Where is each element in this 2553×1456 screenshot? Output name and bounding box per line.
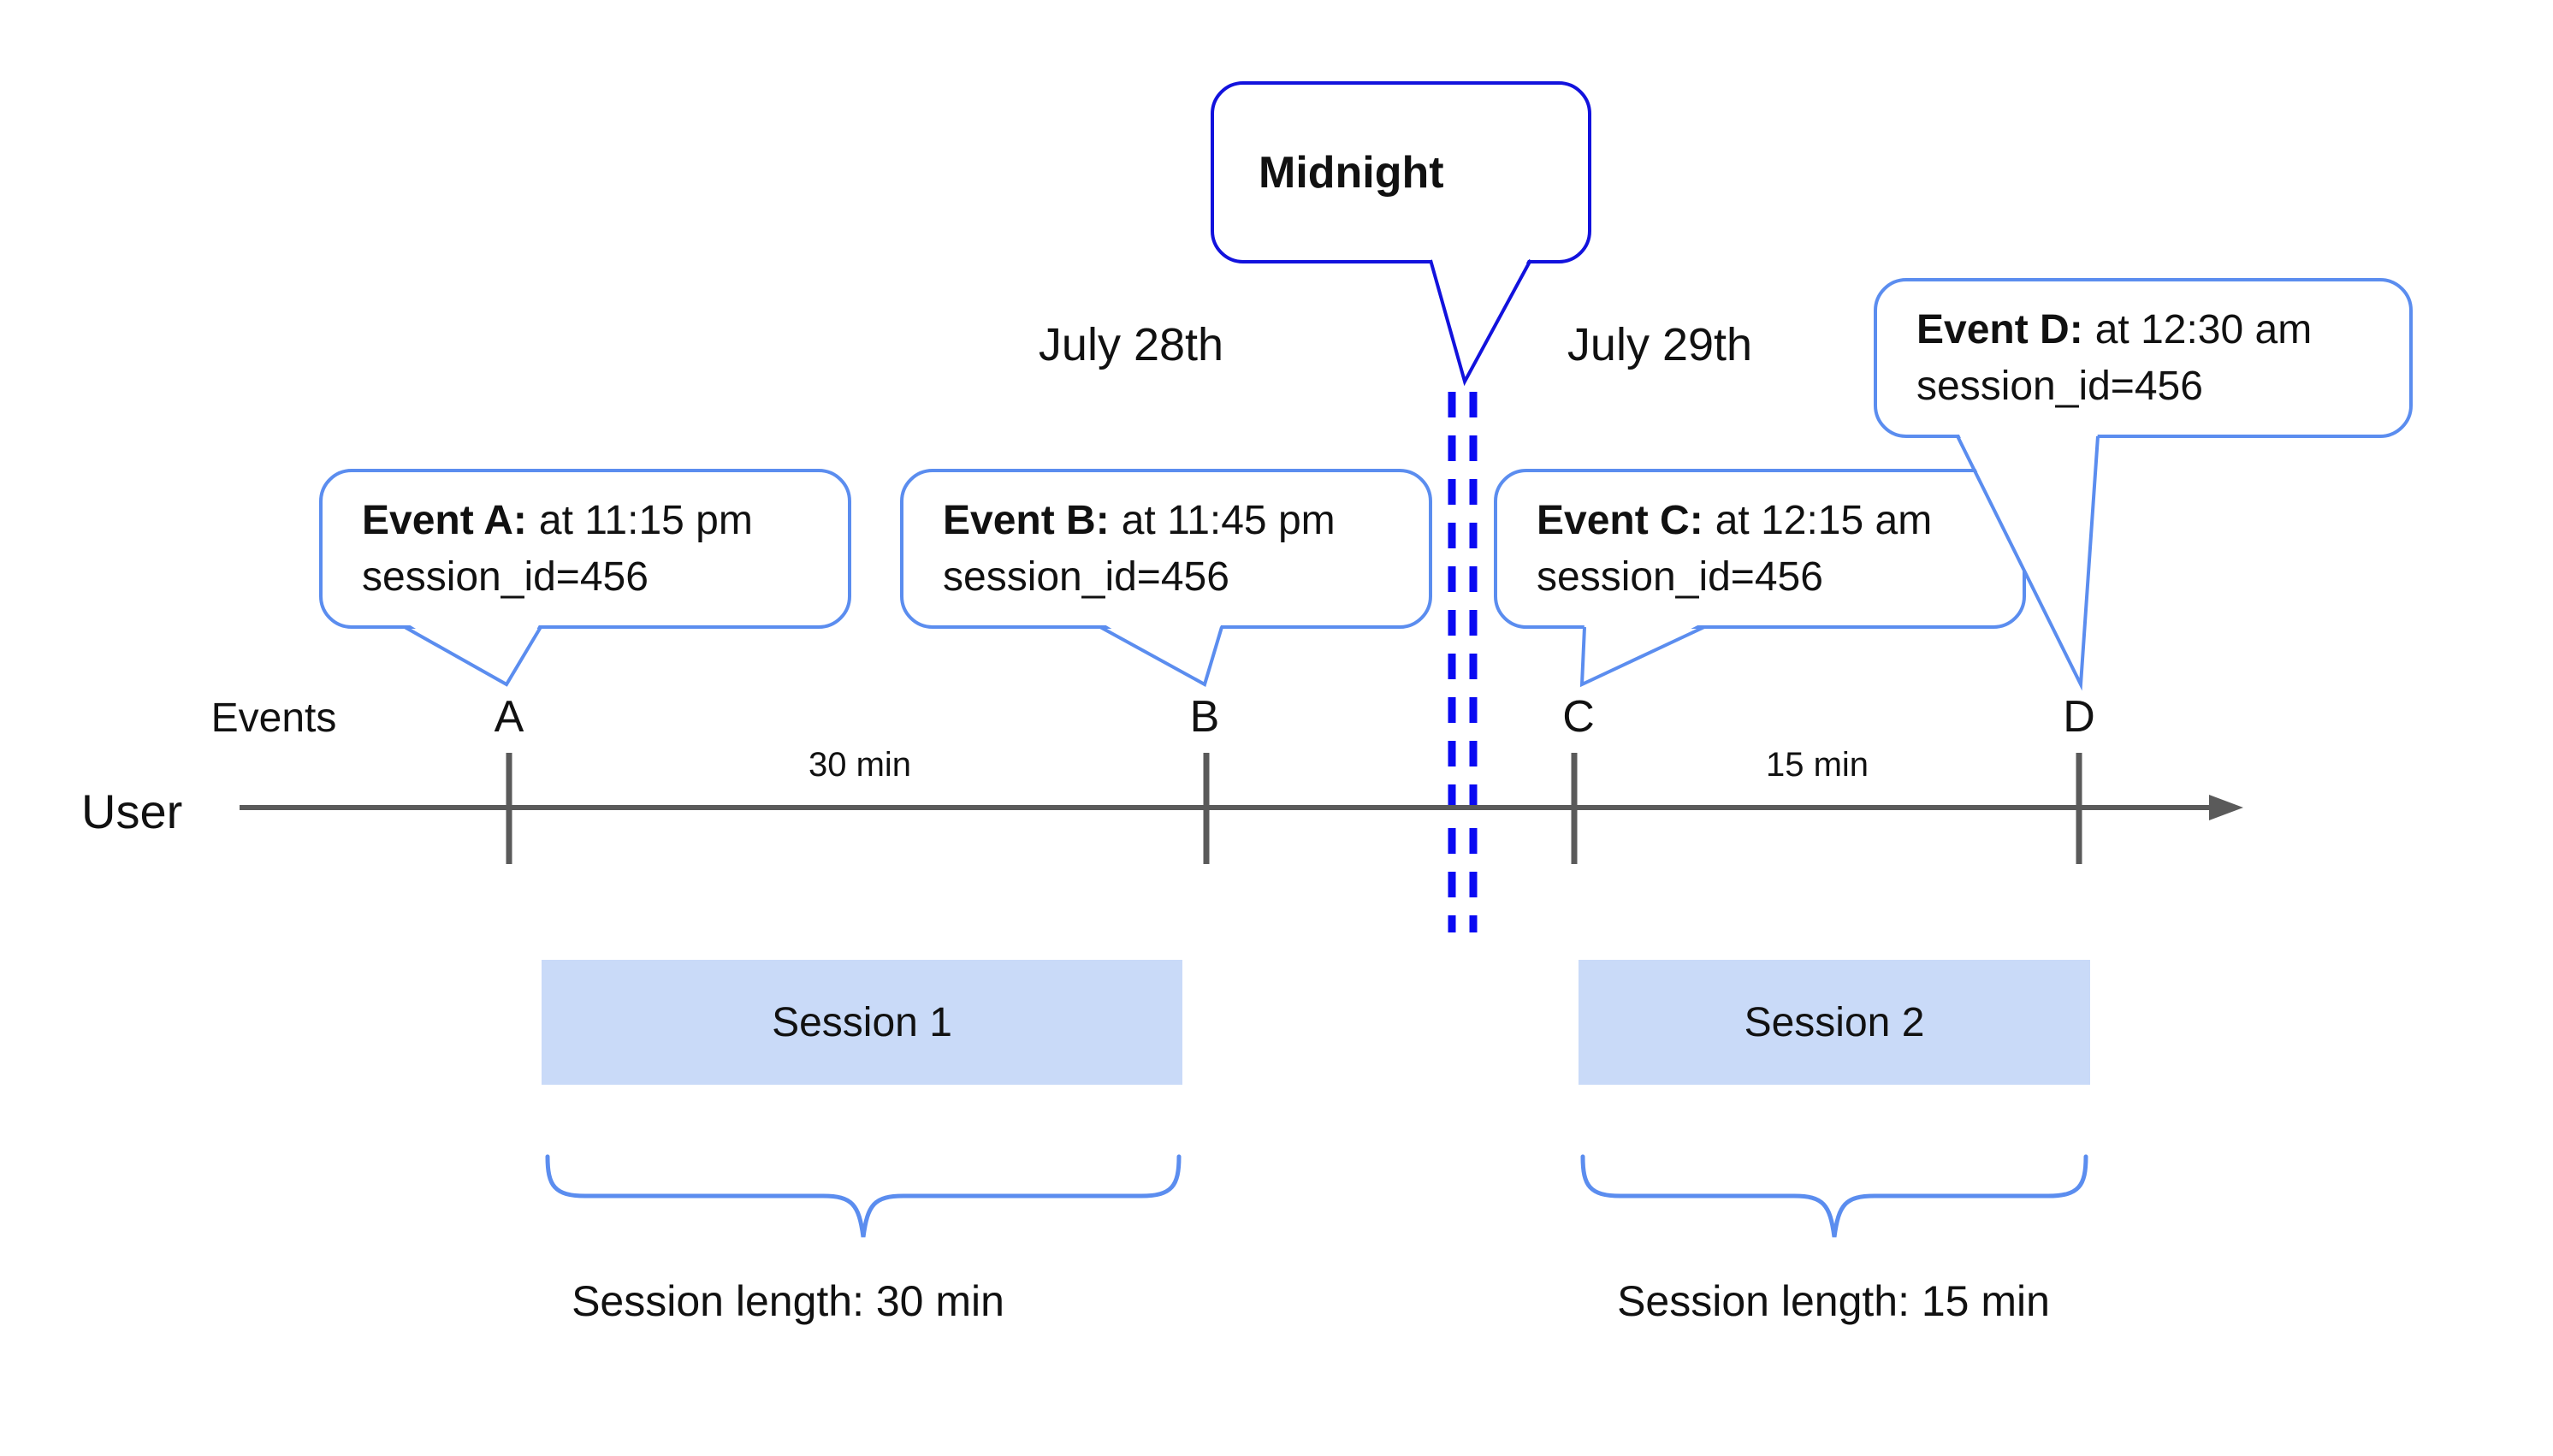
- session-2-brace: [1580, 1154, 2088, 1238]
- events-row-label: Events: [210, 695, 337, 741]
- event-b-callout-tail: [1099, 622, 1223, 687]
- session-1-box: Session 1: [542, 960, 1182, 1085]
- midnight-divider-dashed-lines: [1448, 392, 1478, 932]
- session-1-label: Session 1: [772, 999, 952, 1045]
- session-1-brace: [545, 1154, 1182, 1238]
- event-a-name: Event A:: [362, 497, 527, 543]
- event-mark-d: D: [2063, 692, 2095, 742]
- date-label-july-29: July 29th: [1567, 319, 1753, 370]
- event-b-time: at 11:45 pm: [1121, 497, 1336, 543]
- event-b-name: Event B:: [943, 497, 1110, 543]
- event-a-session: session_id=456: [362, 553, 649, 600]
- event-c-session: session_id=456: [1537, 553, 1823, 600]
- event-mark-b: B: [1189, 692, 1220, 742]
- event-c-callout: Event C: at 12:15 am session_id=456: [1494, 469, 2026, 629]
- session-2-box: Session 2: [1579, 960, 2090, 1085]
- session-1-length-label: Session length: 30 min: [572, 1277, 1004, 1325]
- event-c-time: at 12:15 am: [1715, 497, 1933, 543]
- user-axis-label: User: [81, 784, 183, 838]
- user-timeline-axis: [240, 795, 2243, 820]
- event-d-session: session_id=456: [1916, 363, 2203, 409]
- event-a-time: at 11:15 pm: [538, 497, 753, 543]
- session-2-length-label: Session length: 15 min: [1617, 1277, 2050, 1325]
- interval-label-30min: 30 min: [808, 746, 912, 784]
- session-2-label: Session 2: [1744, 999, 1925, 1045]
- event-d-name: Event D:: [1916, 306, 2083, 352]
- event-b-callout: Event B:at 11:45 pm session_id=456: [900, 469, 1432, 629]
- event-c-callout-tail: [1579, 622, 1705, 688]
- event-b-session: session_id=456: [943, 553, 1229, 600]
- timeline-arrowhead: [2209, 795, 2243, 820]
- midnight-callout: Midnight: [1211, 81, 1591, 263]
- event-d-time: at 12:30 am: [2094, 306, 2313, 352]
- event-a-callout-tail: [404, 622, 542, 687]
- event-a-callout: Event A:at 11:15 pm session_id=456: [319, 469, 851, 629]
- midnight-callout-tail: [1429, 257, 1532, 387]
- date-label-july-28: July 28th: [1038, 319, 1224, 370]
- midnight-label: Midnight: [1259, 147, 1444, 198]
- interval-label-15min: 15 min: [1765, 746, 1869, 784]
- event-mark-c: C: [1562, 692, 1595, 742]
- event-d-callout: Event D:at 12:30 am session_id=456: [1874, 278, 2413, 438]
- event-mark-a: A: [494, 692, 524, 742]
- event-c-name: Event C:: [1537, 497, 1703, 543]
